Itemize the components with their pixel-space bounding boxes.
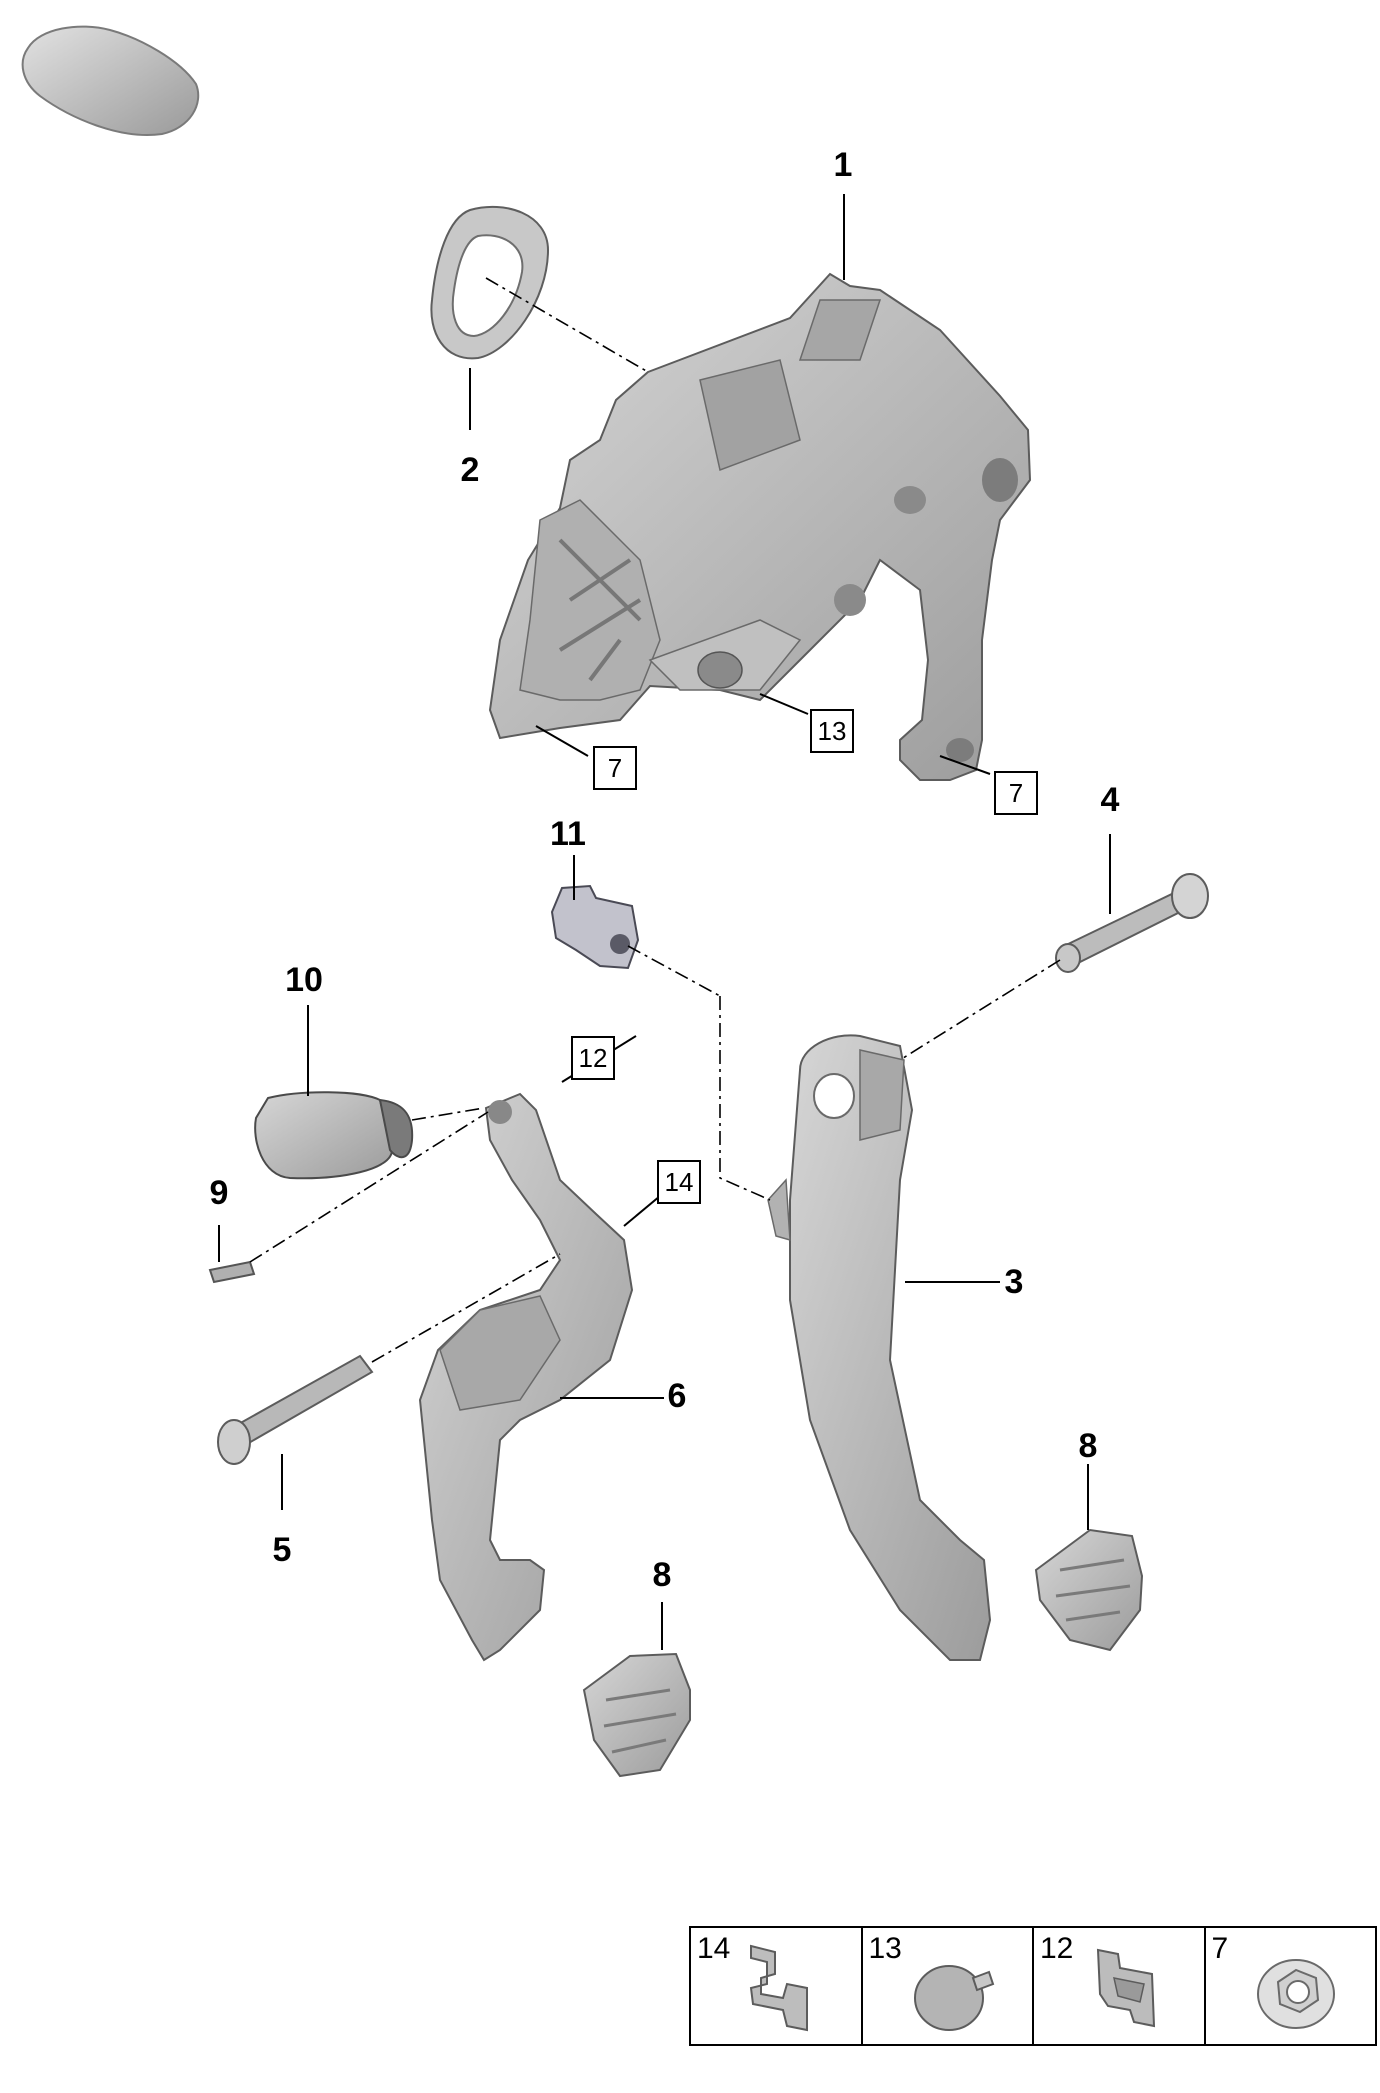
flange-nut-icon xyxy=(1256,1959,1335,2029)
callout-4: 4 xyxy=(1100,781,1120,819)
boxed-ref-7-right: 7 xyxy=(994,771,1038,815)
legend-number: 13 xyxy=(868,1932,902,1965)
legend-cell-14: 14 xyxy=(691,1928,863,2044)
legend-cell-7: 7 xyxy=(1206,1928,1376,2044)
boxed-ref-12: 12 xyxy=(571,1036,615,1080)
callout-9: 9 xyxy=(209,1174,229,1212)
callout-2: 2 xyxy=(460,451,480,489)
small-pin xyxy=(208,1260,256,1284)
spring-clip-icon xyxy=(1096,1948,1156,2028)
legend-cell-12: 12 xyxy=(1034,1928,1206,2044)
callout-3: 3 xyxy=(1004,1263,1024,1301)
boxed-ref-13: 13 xyxy=(810,709,854,753)
legend-cell-13: 13 xyxy=(863,1928,1034,2044)
callout-6: 6 xyxy=(667,1377,687,1415)
boxed-ref-7-left: 7 xyxy=(593,746,637,790)
callout-8-left: 8 xyxy=(652,1556,672,1594)
clip-part xyxy=(550,884,640,970)
pedal-sensor xyxy=(254,1091,414,1180)
legend-number: 14 xyxy=(697,1932,731,1965)
dash-dot-lines xyxy=(249,277,1061,1363)
boxed-ref-14: 14 xyxy=(657,1160,701,1204)
fastener-legend: 14 13 12 7 xyxy=(689,1926,1377,2046)
vehicle-silhouette-icon xyxy=(21,25,200,136)
callout-10: 10 xyxy=(285,961,323,999)
pedal-lever-3 xyxy=(767,1034,992,1661)
legend-number: 12 xyxy=(1040,1932,1074,1965)
pedal-pad-left xyxy=(582,1652,691,1778)
pivot-pin xyxy=(1055,873,1209,973)
pedal-bracket xyxy=(488,272,1032,781)
legend-number: 7 xyxy=(1211,1932,1229,1965)
pedal-pad-right xyxy=(1034,1528,1144,1652)
callout-1: 1 xyxy=(833,146,853,184)
callout-11: 11 xyxy=(550,815,586,853)
callout-8-right: 8 xyxy=(1078,1427,1098,1465)
retaining-clip-icon xyxy=(749,1944,808,2032)
pedal-lever-6 xyxy=(418,1092,634,1662)
seal-ring xyxy=(430,205,550,360)
callout-5: 5 xyxy=(272,1531,292,1569)
long-pin xyxy=(217,1354,374,1465)
mushroom-rivet-icon xyxy=(913,1965,994,2031)
